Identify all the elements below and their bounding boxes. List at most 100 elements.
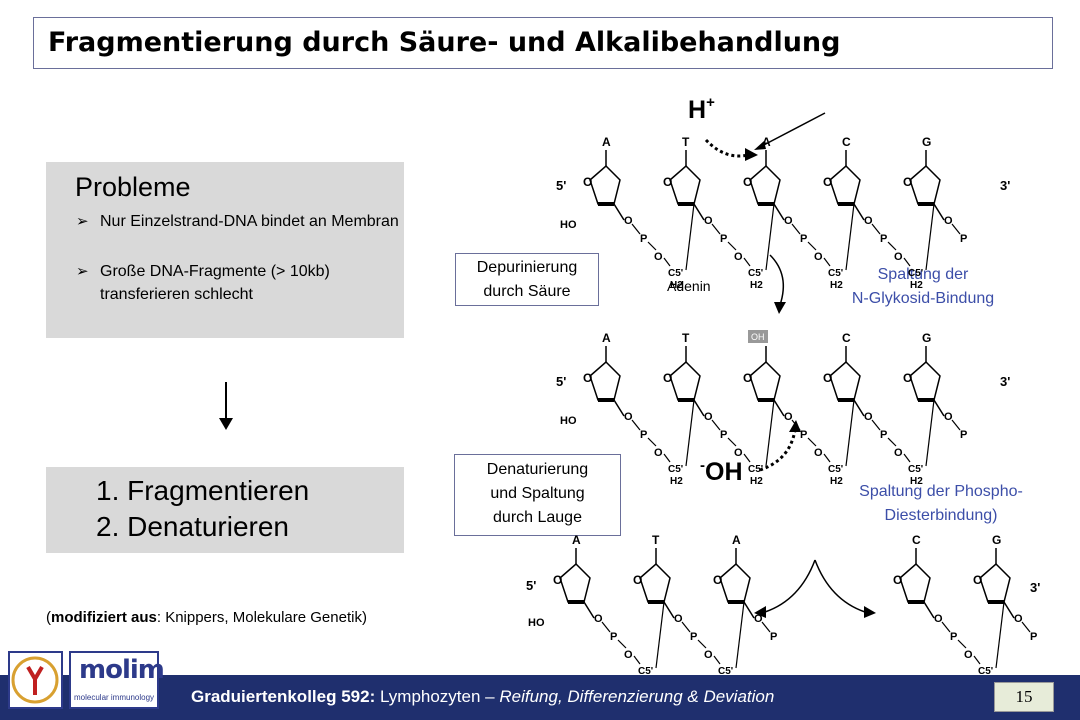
strand2-backbone-3-l2	[807, 437, 817, 447]
arrow-head-icon	[754, 606, 766, 618]
strand2-backbone-4-o1: O	[864, 411, 873, 423]
strand3-left-nucleotide-1-base: A	[572, 533, 581, 547]
strand2-backbone-3-l1	[791, 419, 801, 431]
denaturation-line-2: und Spaltung	[490, 485, 585, 502]
strand1-backbone-2-o1: O	[704, 215, 713, 227]
strand1-nucleotide-2-base: T	[682, 135, 690, 149]
strand2-backbone-1-l2	[647, 437, 657, 447]
strand2-nucleotide-1-o: O	[583, 371, 592, 385]
arrow-head-icon	[754, 141, 766, 150]
molim-logo-text: molim	[79, 655, 165, 685]
strand2-nucleotide-5-o: O	[903, 371, 912, 385]
depurination-box: Depurinierung durch Säure	[455, 253, 599, 306]
problems-box: Probleme ➢ Nur Einzelstrand-DNA bindet a…	[46, 162, 404, 338]
strand2-nucleotide-5-link	[933, 399, 945, 417]
strand3-right-backbone-1-l3	[973, 655, 981, 665]
strand2-backbone-2-o1: O	[704, 411, 713, 423]
strand1-backbone-1-h2: H2	[670, 280, 683, 291]
strand2-backbone-4-l2	[887, 437, 897, 447]
strand3-left-nucleotide-1-o: O	[553, 573, 562, 587]
denaturation-line-3: durch Lauge	[493, 509, 582, 526]
strand2-backbone-4-o2: O	[894, 447, 903, 459]
strand2-backbone-1-p: P	[640, 429, 647, 441]
strand1-nucleotide-5-ring	[909, 164, 941, 205]
strand3-left-nucleotide-3-base: A	[732, 533, 741, 547]
strand1-backbone-3-l4	[845, 203, 855, 271]
depurination-line-1: Depurinierung	[476, 259, 578, 276]
strand3-left-backbone-1-o2: O	[624, 649, 633, 661]
strand3-left-backbone-1-l4	[655, 601, 665, 669]
arrow-head-icon	[745, 148, 758, 161]
strand1-backbone-2-l2	[727, 241, 737, 251]
strand1-nucleotide-1-ring	[589, 164, 621, 205]
strand2-nucleotide-2-base: T	[682, 331, 690, 345]
arrow-bullet-icon: ➢	[76, 263, 89, 280]
strand3-left-backbone-1-o1: O	[594, 613, 603, 625]
strand3-left-backbone-1-p: P	[610, 631, 617, 643]
strand2-backbone-1-o2: O	[654, 447, 663, 459]
strand2-backbone-2-c5: C5'	[748, 464, 763, 475]
strand1-backbone-3-o2: O	[814, 251, 823, 263]
strand2-backbone-3-p: P	[800, 429, 807, 441]
slide-title: Fragmentierung durch Säure- und Alkalibe…	[48, 27, 841, 58]
strand2-backbone-2-l3	[743, 453, 751, 463]
problem-text-2: Große DNA-Fragmente (> 10kb) transferier…	[100, 263, 330, 303]
strand2-backbone-1-l4	[685, 399, 695, 467]
strand2-backbone-4-l4	[925, 399, 935, 467]
strand2-backbone-3-c5: C5'	[828, 464, 843, 475]
strand2-backbone-4-p: P	[880, 429, 887, 441]
strand1-backbone-3-h2: H2	[830, 280, 843, 291]
source-prefix: (	[46, 609, 51, 626]
strand2-nucleotide-4-o: O	[823, 371, 832, 385]
strand1-nucleotide-2-link	[693, 203, 705, 221]
strand1-backbone-4-l1	[871, 223, 881, 235]
strand2-backbone-3-l3	[823, 453, 831, 463]
strand1-backbone-1-l1	[631, 223, 641, 235]
cleavage2-line-2: Diesterbindung)	[884, 507, 998, 524]
arrow-head-icon	[774, 302, 786, 314]
proton-attack-arrow	[704, 138, 749, 158]
strand1-backbone-2-c5: C5'	[748, 268, 763, 279]
strand3-left-nucleotide-2-link	[663, 601, 675, 619]
strand3-left-nucleotide-3-o: O	[713, 573, 722, 587]
strand1-nucleotide-1-base: A	[602, 135, 611, 149]
strand3-left-nucleotide-2-base: T	[652, 533, 660, 547]
strand1-backbone-1-c5: C5'	[668, 268, 683, 279]
hydroxide-label: -OH	[700, 457, 743, 486]
strand2-backbone-4-l3	[903, 453, 911, 463]
molim-logo: molim molecular immunology	[69, 651, 165, 709]
strand1-backbone-3-p: P	[800, 233, 807, 245]
strand2-nucleotide-4-ring	[829, 360, 861, 401]
strand2-backbone-5-o1: O	[944, 411, 953, 423]
strand1-nucleotide-1-link	[613, 203, 625, 221]
strand3-left-backbone-3-p: P	[770, 631, 777, 643]
strand3-left-backbone-2-l3	[713, 655, 721, 665]
strand1-backbone-1-l2	[647, 241, 657, 251]
footer-text: Graduiertenkolleg 592: Lymphozyten – Rei…	[191, 687, 774, 707]
strand3-right-nucleotide-1-o: O	[893, 573, 902, 587]
strand2-nucleotide-2-ring	[669, 360, 701, 401]
strand2-backbone-3-l4	[845, 399, 855, 467]
strand1-backbone-2-h2: H2	[750, 280, 763, 291]
down-arrow-icon	[219, 382, 233, 430]
footer-normal: Lymphozyten –	[375, 687, 500, 706]
strand1-nucleotide-3-base: A	[762, 135, 771, 149]
strand1-nucleotide-4-link	[853, 203, 865, 221]
strand3-left-backbone-1-l1	[601, 621, 611, 633]
graduiertenkolleg-logo	[8, 651, 63, 709]
hydroxide-attack-arrow	[759, 429, 797, 472]
strand1-nucleotide-4-ring	[829, 164, 861, 205]
strand2-nucleotide-5-base: G	[922, 331, 931, 345]
source-citation: (modifiziert aus: Knippers, Molekulare G…	[46, 609, 367, 626]
strand1-backbone-2-l4	[765, 203, 775, 271]
pointer-line	[759, 112, 826, 148]
strand2-backbone-1-h2: H2	[670, 476, 683, 487]
step-2: 2. Denaturieren	[96, 511, 290, 542]
arrow-bullet-icon: ➢	[76, 213, 89, 230]
strand3-left-nucleotide-2-ring	[639, 562, 671, 603]
strand2-backbone-2-l2	[727, 437, 737, 447]
strand2-nucleotide-3-ring	[749, 360, 781, 401]
strand2-nucleotide-1-ring	[589, 360, 621, 401]
strand3-left-backbone-2-o2: O	[704, 649, 713, 661]
strand3-right-nucleotide-1-base: C	[912, 533, 921, 547]
